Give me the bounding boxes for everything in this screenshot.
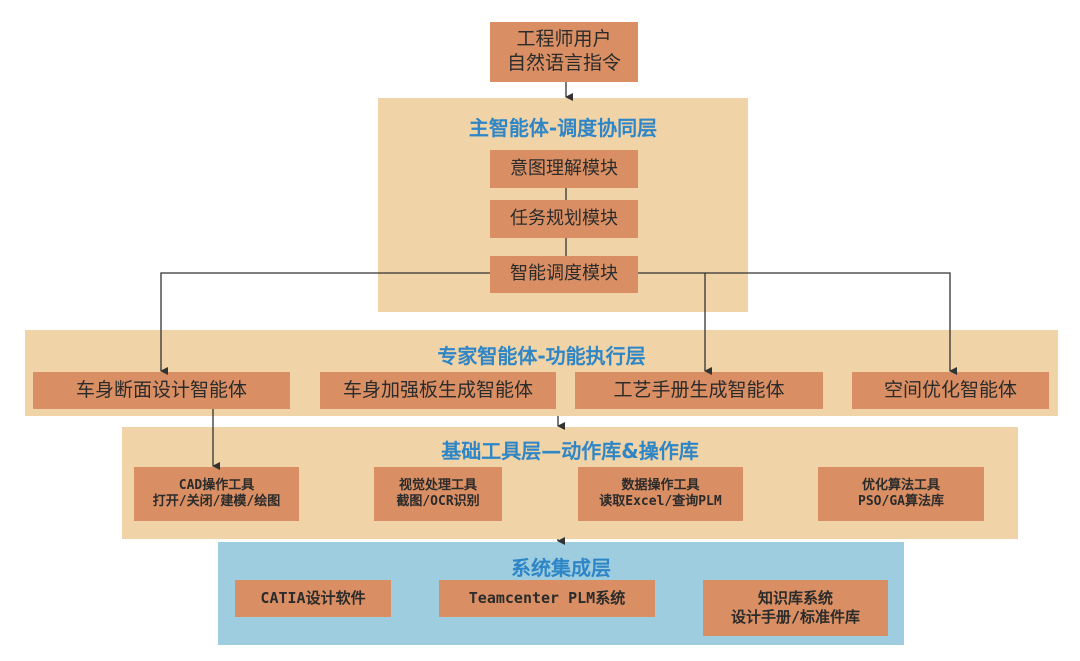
system-teamcenter: Teamcenter PLM系统 bbox=[439, 580, 655, 617]
expert-layer-title: 专家智能体-功能执行层 bbox=[437, 344, 646, 368]
expert-agent-label: 空间优化智能体 bbox=[883, 378, 1017, 401]
tool-detail: 打开/关闭/建模/绘图 bbox=[152, 494, 281, 509]
system-knowledge-base: 知识库系统 设计手册/标准件库 bbox=[703, 580, 888, 636]
tool-optimization: 优化算法工具 PSO/GA算法库 bbox=[818, 467, 984, 521]
tool-detail: PSO/GA算法库 bbox=[858, 494, 944, 509]
system-detail: 设计手册/标准件库 bbox=[730, 608, 861, 626]
expert-agent-reinforcement: 车身加强板生成智能体 bbox=[320, 372, 556, 409]
dispatch-module-label: 智能调度模块 bbox=[510, 263, 618, 285]
dispatch-module: 智能调度模块 bbox=[490, 256, 638, 293]
tool-vision: 视觉处理工具 截图/OCR识别 bbox=[374, 467, 502, 521]
expert-agent-process-manual: 工艺手册生成智能体 bbox=[575, 372, 823, 409]
expert-agent-space-optimization: 空间优化智能体 bbox=[852, 372, 1049, 409]
tool-name: CAD操作工具 bbox=[178, 477, 255, 493]
user-box-line1: 工程师用户 bbox=[516, 28, 612, 51]
system-name: Teamcenter PLM系统 bbox=[468, 589, 626, 608]
intent-module-label: 意图理解模块 bbox=[510, 157, 618, 179]
task-planning-module-label: 任务规划模块 bbox=[510, 207, 618, 229]
expert-agent-section-design: 车身断面设计智能体 bbox=[33, 372, 290, 409]
master-layer-title: 主智能体-调度协同层 bbox=[468, 116, 658, 140]
system-catia: CATIA设计软件 bbox=[235, 580, 391, 617]
tool-name: 视觉处理工具 bbox=[398, 477, 477, 493]
system-name: CATIA设计软件 bbox=[260, 589, 366, 608]
tool-name: 优化算法工具 bbox=[861, 477, 940, 493]
task-planning-module: 任务规划模块 bbox=[490, 200, 638, 238]
user-input-box: 工程师用户 自然语言指令 bbox=[490, 22, 638, 82]
tool-layer-title: 基础工具层—动作库&操作库 bbox=[441, 439, 699, 463]
system-layer-title: 系统集成层 bbox=[511, 556, 611, 580]
tool-detail: 读取Excel/查询PLM bbox=[599, 494, 722, 509]
intent-module: 意图理解模块 bbox=[490, 150, 638, 188]
system-name: 知识库系统 bbox=[757, 589, 833, 608]
expert-agent-label: 车身加强板生成智能体 bbox=[342, 378, 533, 401]
tool-cad: CAD操作工具 打开/关闭/建模/绘图 bbox=[134, 467, 299, 521]
user-box-line2: 自然语言指令 bbox=[506, 52, 621, 74]
tool-data: 数据操作工具 读取Excel/查询PLM bbox=[578, 467, 743, 521]
expert-agent-label: 工艺手册生成智能体 bbox=[613, 378, 785, 401]
tool-detail: 截图/OCR识别 bbox=[396, 494, 480, 509]
expert-agent-label: 车身断面设计智能体 bbox=[75, 378, 247, 401]
tool-name: 数据操作工具 bbox=[621, 477, 700, 493]
